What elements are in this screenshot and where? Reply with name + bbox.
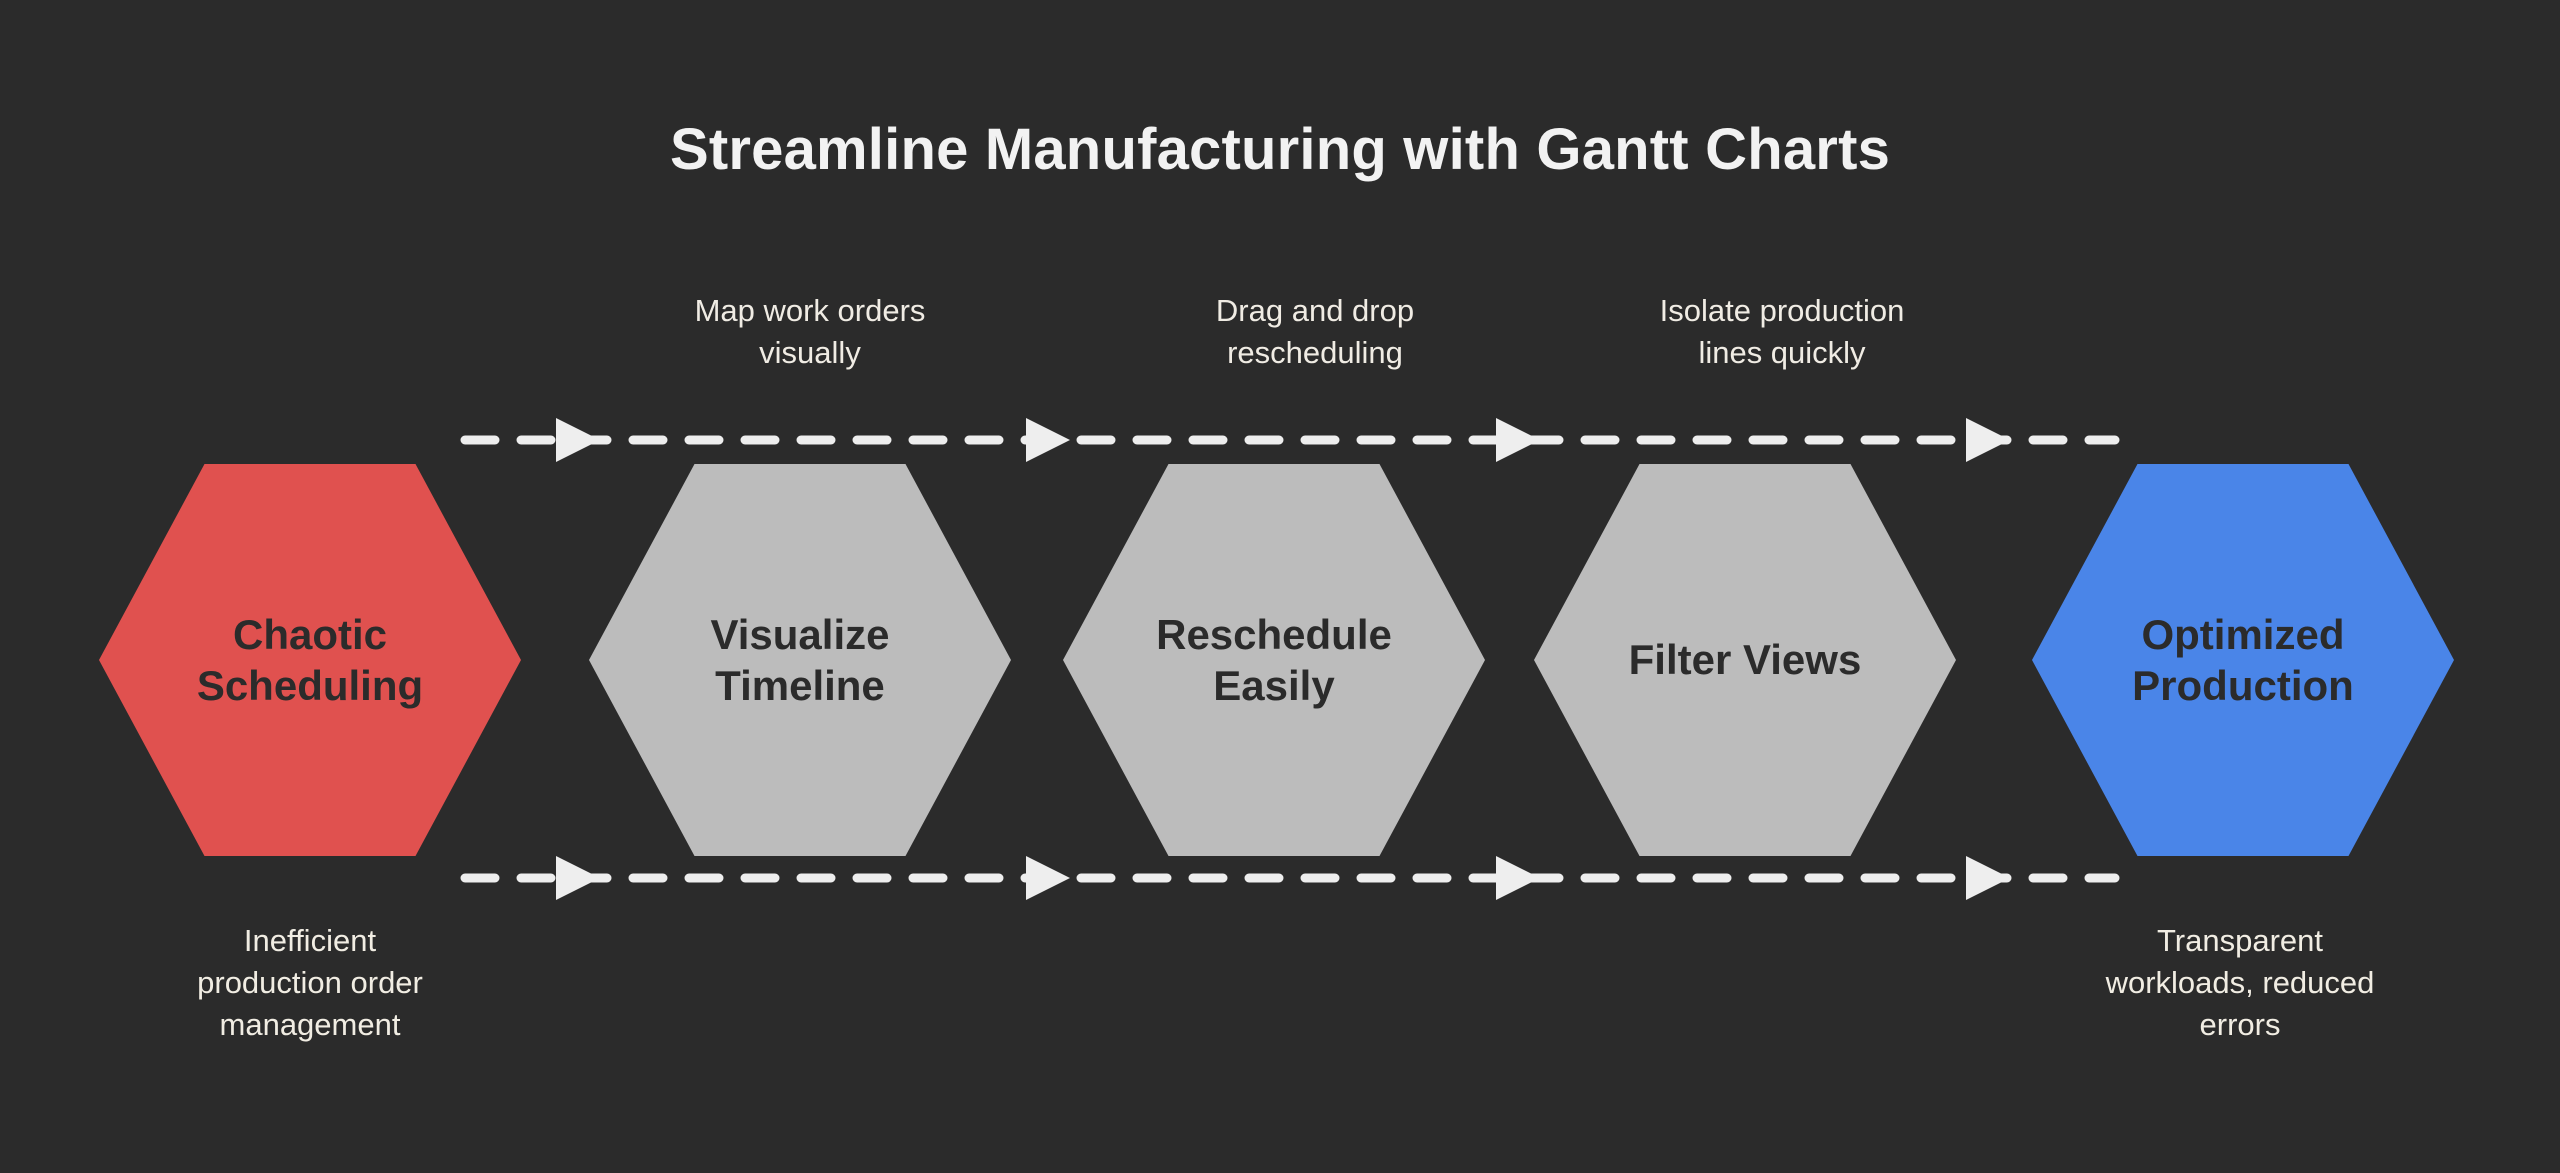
- page-title: Streamline Manufacturing with Gantt Char…: [669, 117, 1891, 182]
- arrowhead-bottom-2: [1026, 856, 1070, 900]
- caption-problem: Inefficient production order management: [120, 920, 500, 1046]
- callout-2: Drag and drop rescheduling: [1145, 290, 1485, 374]
- callout-3: Isolate production lines quickly: [1582, 290, 1982, 374]
- step-label-5-line2: Production: [2132, 662, 2354, 709]
- caption-problem-line3: management: [219, 1006, 401, 1042]
- arrowhead-top-2: [1026, 418, 1070, 462]
- caption-outcome-line2: workloads, reduced: [2105, 964, 2375, 1000]
- callout-3-line2: lines quickly: [1698, 334, 1866, 370]
- step-label-1-line2: Scheduling: [196, 662, 424, 709]
- callout-1: Map work orders visually: [640, 290, 980, 374]
- arrowhead-top-3: [1496, 418, 1540, 462]
- arrowhead-bottom-3: [1496, 856, 1540, 900]
- step-label-4-line1: Filter Views: [1628, 636, 1862, 684]
- caption-problem-line2: production order: [197, 964, 423, 1000]
- step-label-1: Chaotic Scheduling: [154, 609, 466, 711]
- caption-outcome-line1: Transparent: [2157, 923, 2323, 958]
- arrowhead-top-4: [1966, 418, 2010, 462]
- callout-1-line1: Map work orders: [694, 293, 926, 328]
- callout-1-line2: visually: [759, 334, 861, 370]
- step-hexagon-reschedule-easily[interactable]: Reschedule Easily: [1063, 464, 1485, 856]
- arrowhead-bottom-4: [1966, 856, 2010, 900]
- step-label-4: Filter Views: [1589, 634, 1901, 685]
- step-label-5-line1: Optimized: [2141, 610, 2345, 658]
- arrowhead-top-1: [556, 418, 600, 462]
- caption-problem-line1: Inefficient: [243, 923, 377, 958]
- step-hexagon-optimized-production[interactable]: Optimized Production: [2032, 464, 2454, 856]
- step-hexagon-visualize-timeline[interactable]: Visualize Timeline: [589, 464, 1011, 856]
- step-label-3-line1: Reschedule: [1156, 610, 1392, 658]
- step-label-1-line1: Chaotic: [232, 610, 387, 658]
- callout-2-line2: rescheduling: [1227, 334, 1403, 370]
- step-label-3: Reschedule Easily: [1118, 609, 1430, 711]
- callout-2-line1: Drag and drop: [1215, 293, 1415, 328]
- arrowhead-bottom-1: [556, 856, 600, 900]
- caption-outcome: Transparent workloads, reduced errors: [2030, 920, 2450, 1046]
- step-hexagon-chaotic-scheduling[interactable]: Chaotic Scheduling: [99, 464, 521, 856]
- callout-3-line1: Isolate production: [1659, 293, 1905, 328]
- step-label-2-line2: Timeline: [715, 662, 885, 709]
- caption-outcome-line3: errors: [2199, 1006, 2281, 1042]
- step-label-5: Optimized Production: [2087, 609, 2399, 711]
- step-label-2: Visualize Timeline: [644, 609, 956, 711]
- step-label-2-line1: Visualize: [710, 610, 890, 658]
- step-hexagon-filter-views[interactable]: Filter Views: [1534, 464, 1956, 856]
- step-label-3-line2: Easily: [1213, 662, 1335, 709]
